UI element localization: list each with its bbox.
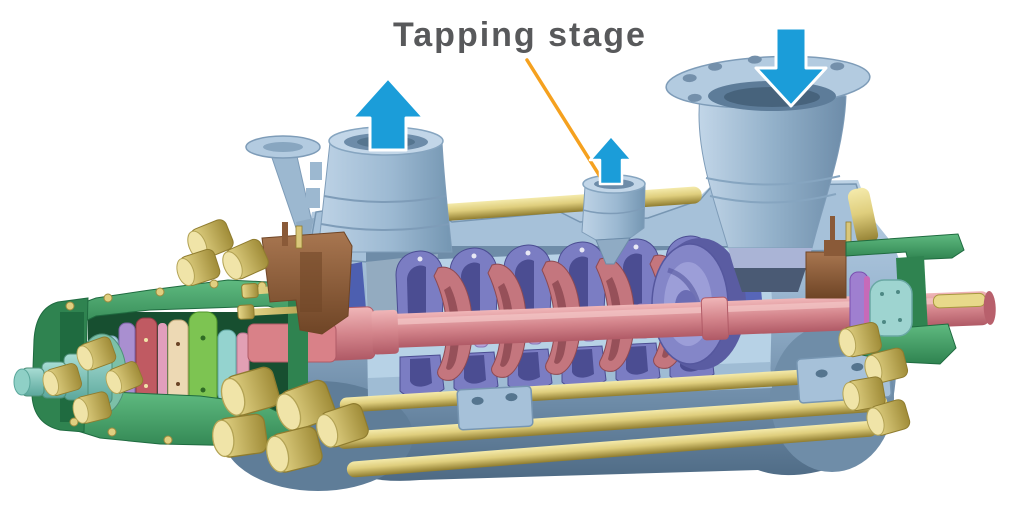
shaft-keyway [932, 292, 986, 309]
tie-rod-stub-right [847, 187, 879, 245]
tapping-stage-label: Tapping stage [393, 16, 647, 54]
nut-cluster-upper-left [172, 217, 272, 290]
tapping-stage-nozzle [581, 174, 646, 265]
suction-flow-arrow-down-icon [754, 26, 828, 108]
gland-parts-right [805, 216, 852, 299]
pump-shaft [317, 290, 996, 361]
leader-line [525, 58, 603, 180]
stuffing-box-left [261, 222, 353, 335]
vent-pipe [245, 135, 321, 250]
discharge-flow-arrow-up-icon [350, 76, 426, 152]
right-bearing-bracket [805, 216, 965, 365]
tapping-flow-arrow-up-icon [588, 134, 634, 186]
